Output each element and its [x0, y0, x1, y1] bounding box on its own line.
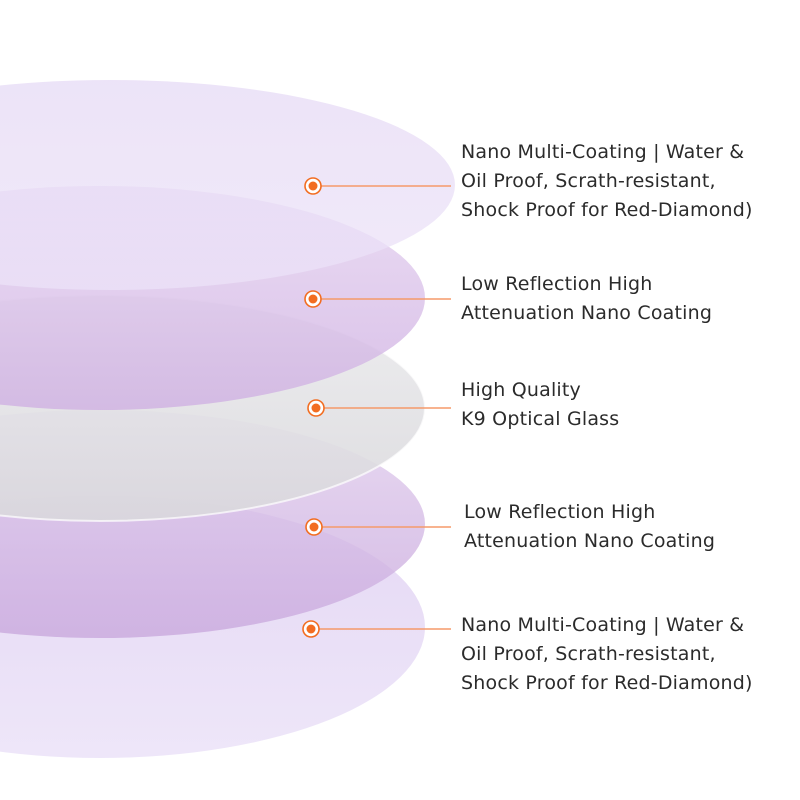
layer-label-glass: High Quality K9 Optical Glass: [461, 376, 619, 434]
layer-label-bottom-coating: Nano Multi-Coating | Water & Oil Proof, …: [461, 611, 753, 698]
label-line: Attenuation Nano Coating: [464, 530, 716, 552]
layer-label-upper-coating: Low Reflection High Attenuation Nano Coa…: [461, 270, 712, 328]
callout-marker: [307, 399, 325, 417]
label-line: K9 Optical Glass: [461, 408, 620, 430]
label-line: Low Reflection High: [464, 501, 656, 523]
label-line: Oil Proof, Scrath-resistant,: [461, 643, 716, 665]
label-line: High Quality: [461, 379, 581, 401]
label-line: Low Reflection High: [461, 273, 653, 295]
layer-label-lower-coating: Low Reflection High Attenuation Nano Coa…: [464, 498, 715, 556]
label-line: Oil Proof, Scrath-resistant,: [461, 170, 716, 192]
callout-marker: [304, 177, 322, 195]
callout-marker: [305, 518, 323, 536]
label-line: Nano Multi-Coating | Water &: [461, 141, 745, 163]
layer-label-top-coating: Nano Multi-Coating | Water & Oil Proof, …: [461, 138, 753, 225]
label-line: Nano Multi-Coating | Water &: [461, 614, 745, 636]
callout-lines: [311, 185, 451, 630]
callout-markers: [302, 177, 325, 638]
coating-layer-top: [0, 80, 455, 290]
label-line: Shock Proof for Red-Diamond): [461, 672, 753, 694]
label-line: Attenuation Nano Coating: [461, 302, 713, 324]
callout-marker: [302, 620, 320, 638]
callout-marker: [304, 290, 322, 308]
label-line: Shock Proof for Red-Diamond): [461, 199, 753, 221]
